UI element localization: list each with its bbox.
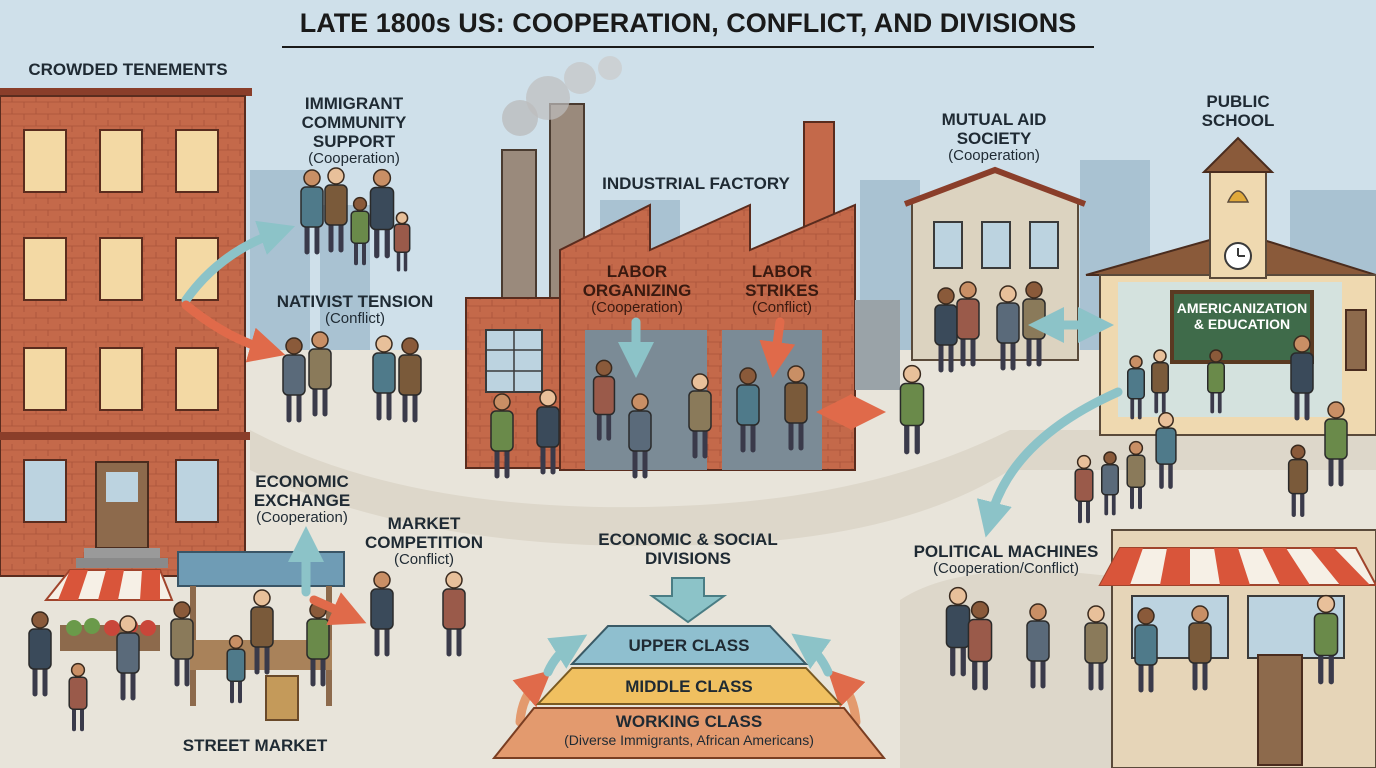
person-figure — [369, 168, 395, 259]
mutual-aid-label: MUTUAL AID SOCIETY (Cooperation) — [941, 110, 1047, 165]
market-competition-label: MARKET COMPETITION (Conflict) — [364, 514, 484, 569]
person-figure — [1207, 349, 1225, 414]
tenement-building — [0, 88, 252, 577]
person-figure — [282, 337, 306, 423]
title-underline — [282, 46, 1094, 48]
person-figure — [170, 601, 194, 687]
person-figure — [490, 393, 514, 479]
person-figure — [1134, 607, 1158, 693]
person-figure — [398, 337, 422, 423]
person-figure — [308, 331, 332, 417]
upper-class-label: UPPER CLASS — [628, 636, 750, 655]
person-figure — [1101, 451, 1119, 516]
nativist-tension-label: NATIVIST TENSION (Conflict) — [276, 292, 434, 328]
person-figure — [1188, 605, 1212, 691]
person-figure — [688, 373, 712, 459]
person-figure — [393, 211, 411, 272]
person-figure — [350, 196, 370, 266]
person-figure — [956, 281, 980, 367]
middle-class-tier — [535, 667, 843, 705]
street — [250, 430, 1376, 547]
person-figure — [1155, 412, 1177, 489]
person-figure — [1074, 454, 1094, 524]
working-class-tier — [491, 707, 887, 759]
person-figure — [592, 359, 616, 441]
person-figure — [324, 167, 348, 253]
person-figure — [1287, 444, 1309, 518]
person-figure — [736, 367, 760, 453]
person-figure — [250, 589, 274, 675]
person-figure — [784, 365, 808, 451]
mutual-aid-building — [903, 166, 1087, 361]
political-machines-label: POLITICAL MACHINES (Cooperation/Conflict… — [913, 542, 1099, 578]
person-figure — [536, 389, 560, 475]
labor-strikes-label: LABOR STRIKES (Conflict) — [745, 262, 819, 317]
person-figure — [899, 364, 925, 455]
person-figure — [1084, 605, 1108, 691]
person-figure — [934, 287, 958, 373]
person-figure — [300, 169, 324, 255]
person-figure — [1151, 349, 1169, 414]
person-figure — [1127, 355, 1145, 420]
divisions-label: ECONOMIC & SOCIAL DIVISIONS — [598, 530, 778, 569]
factory-label: INDUSTRIAL FACTORY — [602, 174, 790, 193]
storefront-building — [1098, 529, 1376, 768]
class-pyramid — [491, 625, 887, 759]
person-figure — [1324, 401, 1348, 487]
person-figure — [116, 615, 140, 701]
immigrant-support-label: IMMIGRANT COMMUNITY SUPPORT (Cooperation… — [301, 94, 407, 168]
person-figure — [1026, 603, 1050, 689]
person-figure — [1313, 594, 1339, 685]
flow-arrows — [181, 220, 1123, 727]
person-figure — [628, 393, 652, 479]
people-figures — [28, 167, 1348, 732]
working-class-label: WORKING CLASS (Diverse Immigrants, Afric… — [564, 712, 814, 748]
divisions-down-arrow — [648, 577, 728, 624]
americanization-label: AMERICANIZATION & EDUCATION — [1176, 300, 1308, 332]
person-figure — [28, 611, 52, 697]
street-market-label: STREET MARKET — [182, 736, 328, 755]
person-figure — [370, 571, 394, 657]
person-figure — [996, 285, 1020, 371]
person-figure — [372, 335, 396, 421]
person-figure — [967, 600, 993, 691]
middle-class-label: MIDDLE CLASS — [625, 677, 753, 696]
labor-organizing-label: LABOR ORGANIZING (Cooperation) — [582, 262, 692, 317]
person-figure — [945, 586, 971, 677]
economic-exchange-label: ECONOMIC EXCHANGE (Cooperation) — [253, 472, 351, 527]
person-figure — [226, 634, 246, 704]
person-figure — [1290, 335, 1314, 421]
tenements-label: CROWDED TENEMENTS — [28, 60, 228, 79]
person-figure — [68, 662, 88, 732]
person-figure — [442, 571, 466, 657]
person-figure — [1126, 440, 1146, 510]
page-title: LATE 1800s US: COOPERATION, CONFLICT, AN… — [299, 8, 1077, 38]
public-school-label: PUBLIC SCHOOL — [1201, 92, 1275, 131]
upper-class-tier — [569, 625, 809, 665]
